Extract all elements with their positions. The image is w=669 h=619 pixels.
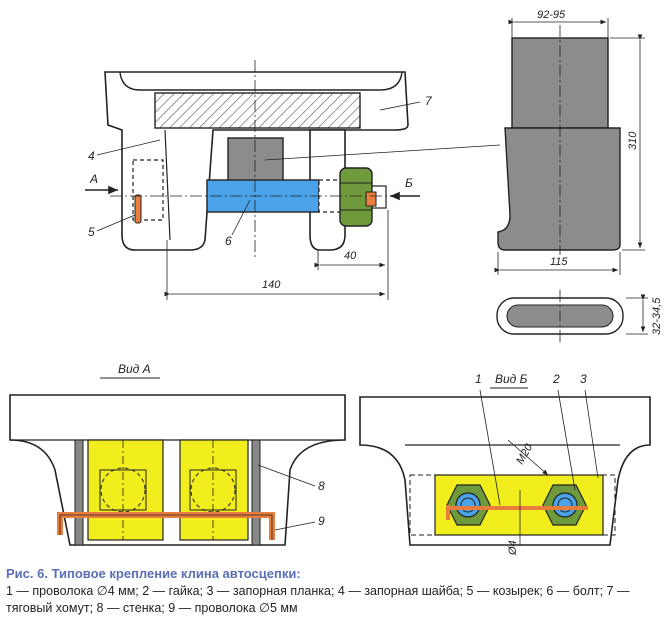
- view-b: Вид Б 1 2 3 M20 Ø4: [359, 372, 651, 556]
- wedge-view: 92-95 310 115 32-34,5: [494, 9, 663, 342]
- dim-92-95: 92-95: [537, 9, 566, 21]
- view-a-title: Вид А: [118, 362, 151, 376]
- arrow-b-label: Б: [405, 176, 413, 190]
- dim-d4: Ø4: [507, 540, 519, 556]
- dim-140: 140: [262, 279, 281, 291]
- visor-5: [134, 194, 142, 224]
- callout-8: 8: [318, 479, 325, 493]
- callout-9: 9: [318, 514, 325, 528]
- bolt-6: [206, 179, 320, 213]
- side-view: А Б 140 40 4 5 6 7: [85, 60, 501, 300]
- arrow-a-label: А: [89, 172, 98, 186]
- technical-drawing: А Б 140 40 4 5 6 7 92-95 310: [9, 9, 663, 556]
- callout-7: 7: [425, 94, 433, 108]
- callout-4: 4: [88, 149, 95, 163]
- dim-115: 115: [550, 256, 568, 268]
- wedge-gray: [227, 137, 284, 184]
- view-b-title: Вид Б: [495, 372, 528, 386]
- callout-3: 3: [580, 372, 587, 386]
- callout-2: 2: [552, 372, 560, 386]
- hatched-section: [154, 92, 361, 129]
- callout-6: 6: [225, 234, 232, 248]
- figure-caption: Рис. 6. Типовое крепление клина автосцеп…: [6, 565, 663, 617]
- dim-32-34: 32-34,5: [651, 297, 663, 335]
- callout-1: 1: [475, 372, 482, 386]
- dim-40: 40: [344, 250, 357, 262]
- caption-title: Рис. 6. Типовое крепление клина автосцеп…: [6, 566, 301, 581]
- dim-310: 310: [627, 131, 639, 150]
- callout-5: 5: [88, 225, 95, 239]
- caption-body: 1 — проволока ∅4 мм; 2 — гайка; 3 — запо…: [6, 584, 630, 615]
- view-a: Вид А 8 9: [9, 362, 346, 546]
